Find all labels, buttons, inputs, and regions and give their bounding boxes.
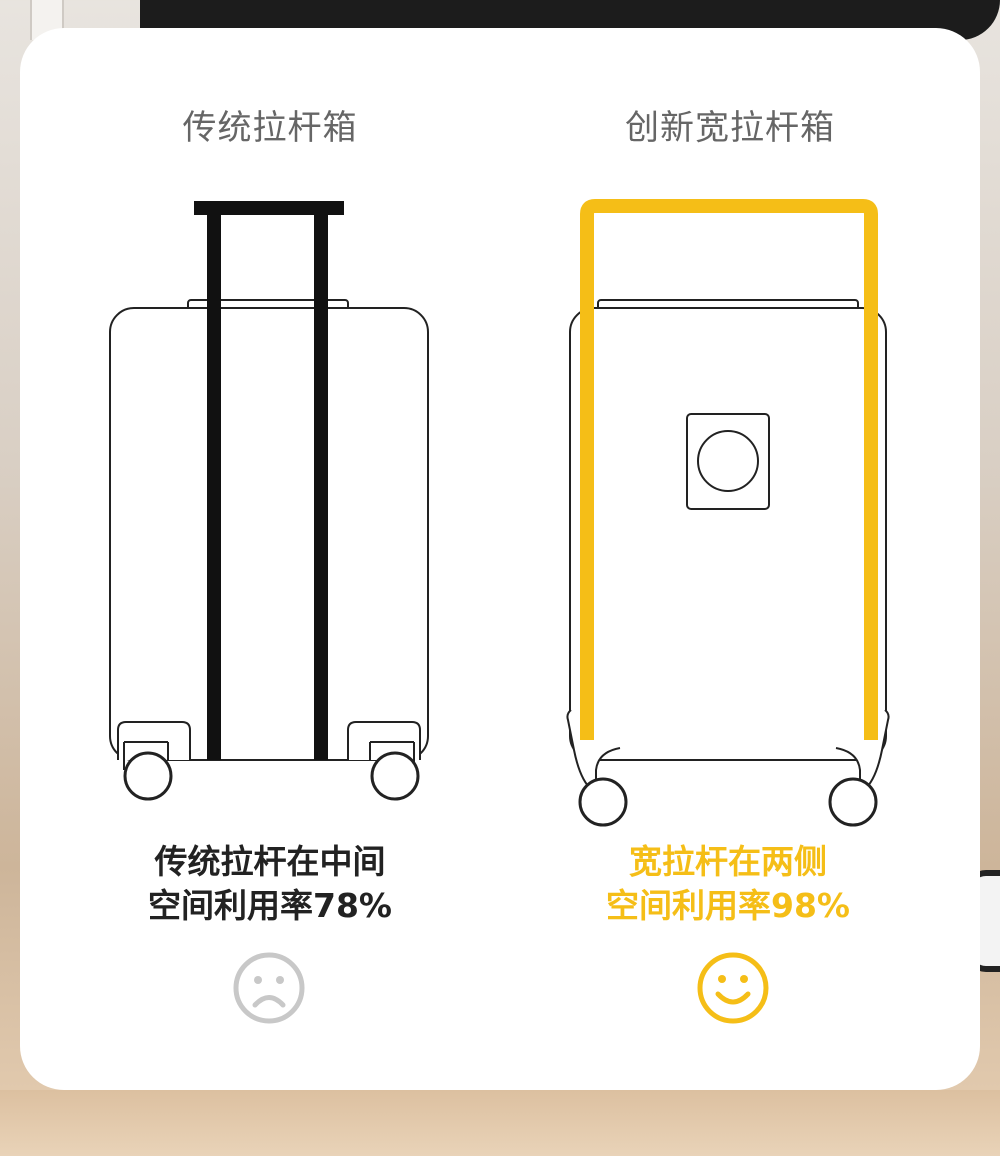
- center-handle-bar-left: [207, 210, 221, 760]
- right-wheel-icon: [370, 751, 420, 801]
- wide-handle-suitcase-illustration: [566, 199, 890, 827]
- background-floor: [0, 1090, 1000, 1156]
- right-wheel-icon: [828, 777, 878, 827]
- innovative-title: 创新宽拉杆箱: [625, 108, 835, 148]
- left-wheel-icon: [578, 777, 628, 827]
- traditional-caption-line1: 传统拉杆在中间: [154, 842, 386, 881]
- wide-handle-frame: [580, 199, 878, 740]
- center-handle-bar-right: [314, 210, 328, 760]
- innovative-caption: 宽拉杆在两侧 空间利用率98%: [548, 840, 908, 928]
- traditional-suitcase-illustration: [109, 201, 429, 801]
- happy-face-icon: [697, 952, 769, 1024]
- sad-face-icon: [233, 952, 305, 1024]
- traditional-title: 传统拉杆箱: [182, 108, 358, 148]
- left-wheel-icon: [123, 751, 173, 801]
- innovative-caption-line2: 空间利用率98%: [606, 886, 850, 925]
- traditional-caption-line2: 空间利用率78%: [148, 886, 392, 925]
- traditional-caption: 传统拉杆在中间 空间利用率78%: [90, 840, 450, 928]
- innovative-caption-line1: 宽拉杆在两侧: [629, 842, 827, 881]
